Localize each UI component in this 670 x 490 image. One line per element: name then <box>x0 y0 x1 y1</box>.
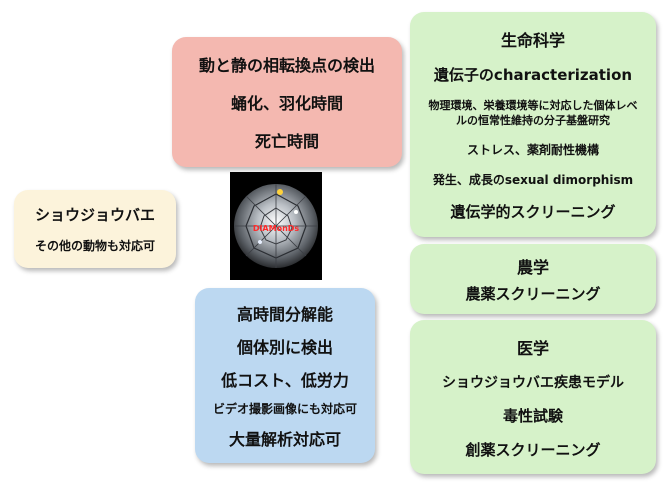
life-science-box: 生命科学 遺伝子のcharacterization 物理環境、栄養環境等に対応し… <box>410 12 656 237</box>
pesticide-screening-text: 農薬スクリーニング <box>465 283 600 304</box>
death-time-text: 死亡時間 <box>255 128 319 152</box>
individual-detection-text: 個体別に検出 <box>237 334 333 358</box>
agriculture-title: 農学 <box>517 254 549 278</box>
medicine-title: 医学 <box>517 335 549 359</box>
mass-analysis-text: 大量解析対応可 <box>229 426 341 450</box>
target-organism-box: ショウジョウバエ その他の動物も対応可 <box>14 190 176 268</box>
diamonds-image: DIAMonDs <box>230 172 322 280</box>
phase-transition-detection-text: 動と静の相転換点の検出 <box>199 52 375 76</box>
advantages-box: 高時間分解能 個体別に検出 低コスト、低労力 ビデオ撮影画像にも対応可 大量解析… <box>195 288 375 463</box>
homeostasis-research-text: 物理環境、栄養環境等に対応した個体レベ ルの恒常性維持の分子基盤研究 <box>429 98 638 128</box>
stress-resistance-text: ストレス、薬剤耐性機構 <box>467 141 599 158</box>
detection-features-box: 動と静の相転換点の検出 蛹化、羽化時間 死亡時間 <box>172 37 402 167</box>
life-science-title: 生命科学 <box>501 27 565 51</box>
medicine-box: 医学 ショウジョウバエ疾患モデル 毒性試験 創薬スクリーニング <box>410 320 656 474</box>
disease-model-text: ショウジョウバエ疾患モデル <box>442 372 624 392</box>
other-animals-text: その他の動物も対応可 <box>35 237 155 254</box>
agriculture-box: 農学 農薬スクリーニング <box>410 244 656 314</box>
sexual-dimorphism-text: 発生、成長のsexual dimorphism <box>433 171 633 188</box>
drosophila-text: ショウジョウバエ <box>35 204 155 225</box>
low-cost-labor-text: 低コスト、低労力 <box>221 367 349 391</box>
genetic-screening-text: 遺伝学的スクリーニング <box>450 201 615 222</box>
gene-characterization-text: 遺伝子のcharacterization <box>434 64 632 85</box>
diamonds-label: DIAMonDs <box>230 224 322 233</box>
pupation-eclosion-time-text: 蛹化、羽化時間 <box>231 90 343 114</box>
video-support-text: ビデオ撮影画像にも対応可 <box>213 400 357 417</box>
high-time-resolution-text: 高時間分解能 <box>237 301 333 325</box>
drug-screening-text: 創薬スクリーニング <box>465 439 600 460</box>
toxicity-test-text: 毒性試験 <box>503 405 563 426</box>
